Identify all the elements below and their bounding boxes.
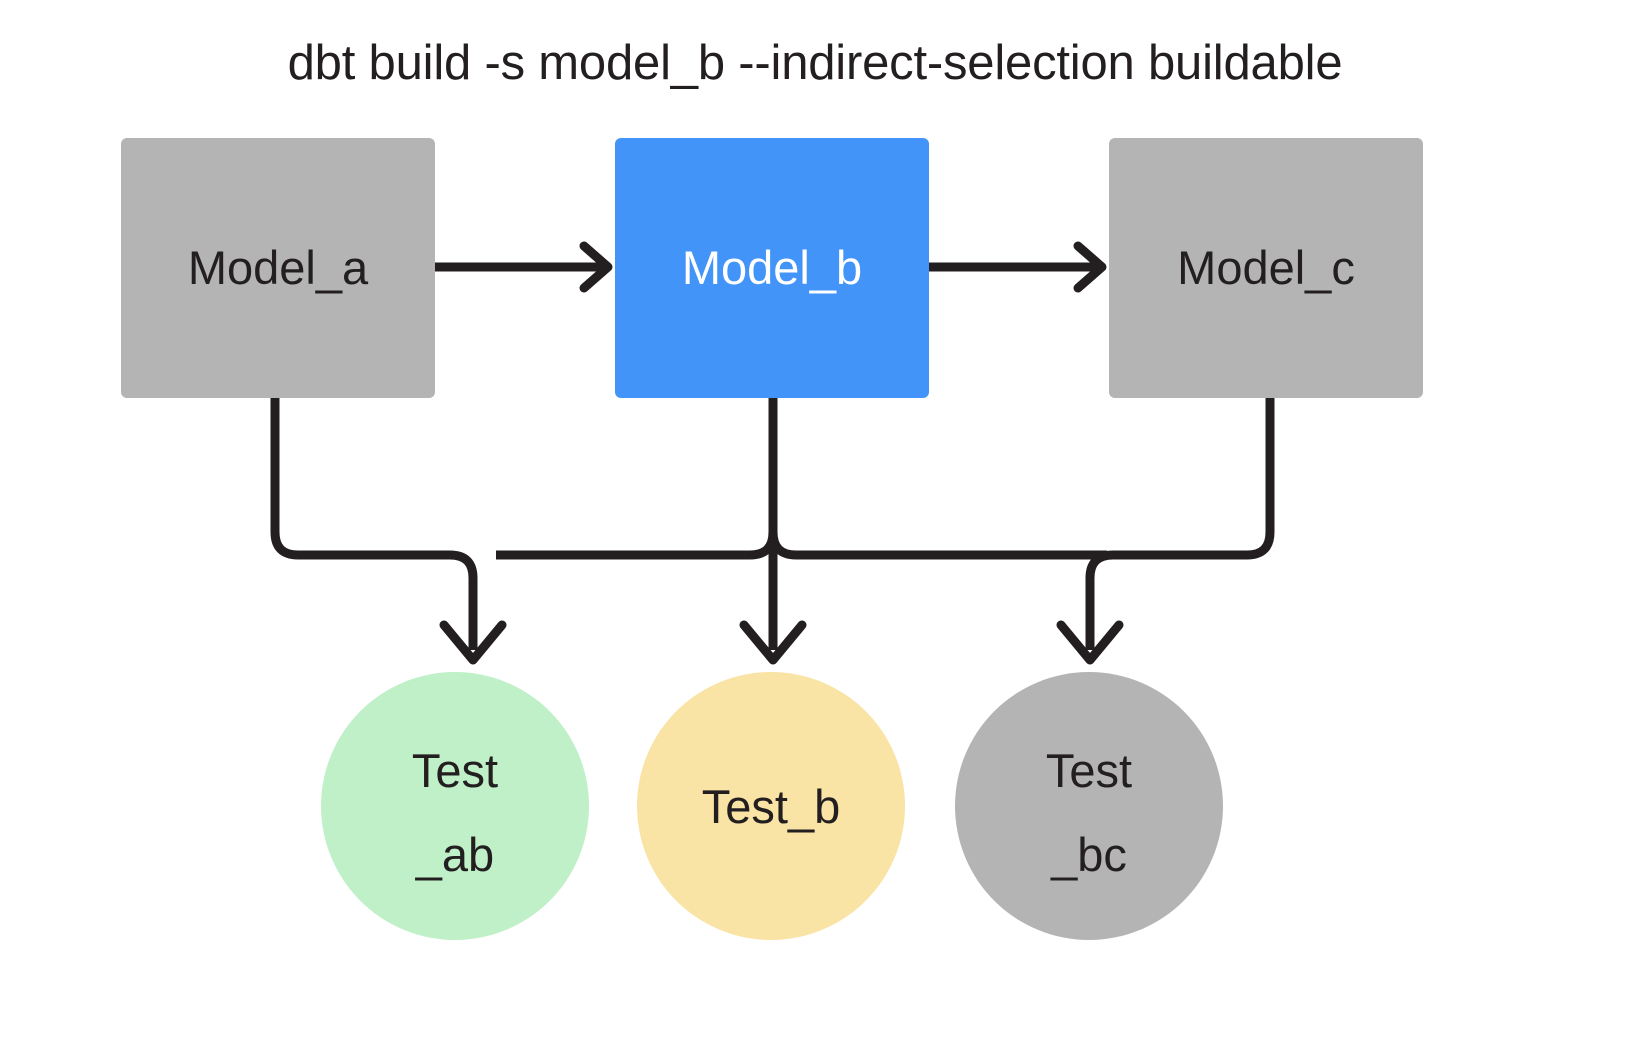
test-bc-label-line2: _bc bbox=[1050, 828, 1127, 881]
test-b-label: Test_b bbox=[702, 780, 840, 833]
model-node-model-c[interactable]: Model_c bbox=[1109, 138, 1423, 398]
test-node-test-b[interactable]: Test_b bbox=[637, 672, 905, 940]
test-node-test-bc[interactable]: Test _bc bbox=[955, 672, 1223, 940]
edge-model-a-to-test-ab bbox=[270, 398, 507, 665]
test-bc-circle[interactable] bbox=[955, 672, 1223, 940]
edge-model-b-to-test-ab bbox=[496, 398, 778, 560]
test-ab-circle[interactable] bbox=[321, 672, 589, 940]
model-a-label: Model_a bbox=[188, 241, 369, 294]
test-node-test-ab[interactable]: Test _ab bbox=[321, 672, 589, 940]
test-b-circle[interactable] bbox=[637, 672, 905, 940]
edge-model-b-to-test-bc bbox=[768, 398, 1107, 560]
edge-model-c-to-test-bc bbox=[1056, 398, 1275, 665]
model-c-rect[interactable] bbox=[1109, 138, 1423, 398]
diagram-title: dbt build -s model_b --indirect-selectio… bbox=[288, 36, 1343, 90]
model-b-label: Model_b bbox=[682, 241, 862, 294]
model-a-rect[interactable] bbox=[121, 138, 435, 398]
model-c-label: Model_c bbox=[1177, 241, 1355, 294]
model-b-rect[interactable] bbox=[615, 138, 929, 398]
edge-layer bbox=[270, 241, 1275, 665]
model-node-model-a[interactable]: Model_a bbox=[121, 138, 435, 398]
edge-model-b-to-model-c bbox=[929, 241, 1107, 293]
test-ab-label-line2: _ab bbox=[415, 828, 494, 881]
test-bc-label-line1: Test bbox=[1046, 744, 1132, 797]
edge-model-a-to-model-b bbox=[435, 241, 613, 293]
model-node-model-b[interactable]: Model_b bbox=[615, 138, 929, 398]
test-ab-label-line1: Test bbox=[412, 744, 498, 797]
